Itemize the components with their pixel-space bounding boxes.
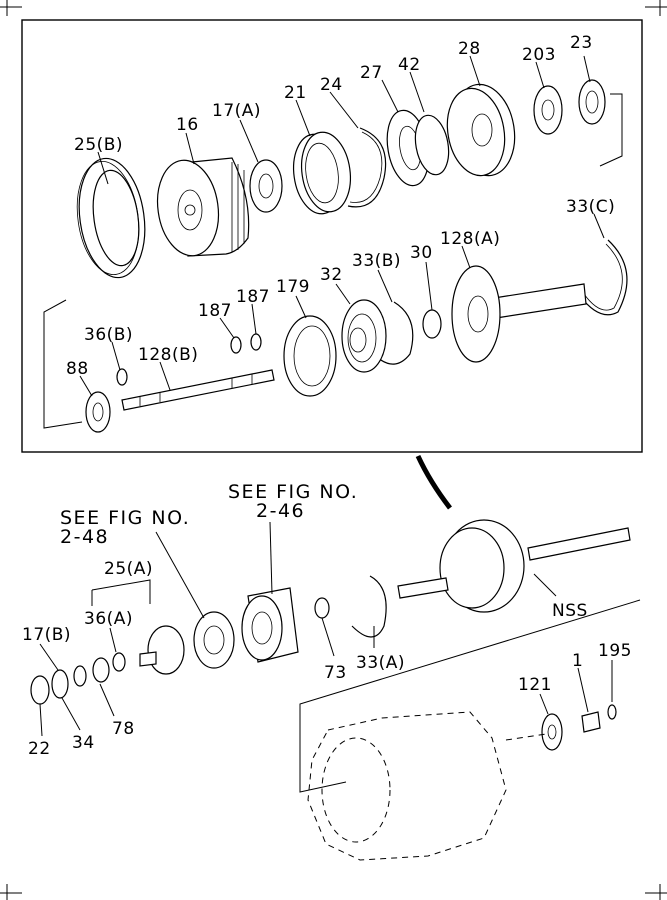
part-2-48-gear — [193, 611, 235, 669]
part-187a-ring — [230, 336, 242, 354]
part-24-snapring — [347, 127, 387, 208]
part-1-spring — [581, 711, 601, 733]
label-36a: 36(A) — [84, 609, 133, 629]
label-25a: 25(A) — [104, 559, 153, 579]
part-23-bearing — [578, 79, 606, 125]
part-33a-snapring — [351, 575, 387, 638]
callout-arrow — [415, 454, 452, 510]
part-33b-snapring — [377, 301, 414, 365]
part-30-washer — [422, 309, 442, 339]
part-73-plate — [314, 597, 330, 619]
part-25a-hub — [139, 625, 185, 675]
part-42-ring — [414, 114, 450, 176]
part-2-46-drum — [241, 587, 299, 663]
label-27: 27 — [360, 63, 383, 83]
part-16-drum — [156, 157, 250, 257]
label-128a: 128(A) — [440, 229, 500, 249]
leader-lines — [39, 55, 613, 737]
label-nss: NSS — [552, 601, 588, 621]
bracket-top-right — [599, 93, 623, 167]
part-179-ring-gear — [283, 315, 337, 397]
label-36b: 36(B) — [84, 325, 133, 345]
part-34-bearing — [51, 669, 69, 699]
part-187b-ring — [250, 333, 262, 351]
part-33c-snapring — [579, 239, 628, 316]
part-203-gear — [533, 85, 563, 135]
label-33c: 33(C) — [566, 197, 615, 217]
part-32-gear — [341, 299, 387, 373]
part-121-gear — [541, 713, 563, 751]
part-36a-washer — [112, 652, 126, 672]
bracket-mid-left — [43, 299, 83, 429]
part-88-bearing — [85, 391, 111, 433]
label-121: 121 — [518, 675, 552, 695]
label-28: 28 — [458, 39, 481, 59]
label-187a: 187 — [198, 301, 232, 321]
detail-frame — [21, 19, 643, 453]
label-88: 88 — [66, 359, 89, 379]
ref-2-48-line2: 2-48 — [60, 526, 109, 548]
label-187b: 187 — [236, 287, 270, 307]
ref-2-46-line2: 2-46 — [256, 500, 305, 522]
label-23: 23 — [570, 33, 593, 53]
part-22-race — [30, 675, 50, 705]
label-73: 73 — [324, 663, 347, 683]
label-179: 179 — [276, 277, 310, 297]
label-16: 16 — [176, 115, 199, 135]
label-33a: 33(A) — [356, 653, 405, 673]
label-128b: 128(B) — [138, 345, 198, 365]
assembly-nss — [397, 519, 631, 613]
label-17b: 17(B) — [22, 625, 71, 645]
label-22: 22 — [28, 739, 51, 759]
label-24: 24 — [320, 75, 343, 95]
label-21: 21 — [284, 83, 307, 103]
part-128b-shaft — [121, 369, 275, 411]
part-17b-washer — [73, 665, 87, 687]
label-25b: 25(B) — [74, 135, 123, 155]
bracket-25a — [91, 579, 151, 604]
label-203: 203 — [522, 45, 556, 65]
label-32: 32 — [320, 265, 343, 285]
part-128a-shaft — [451, 265, 587, 363]
ref-2-48-line1: SEE FIG NO. — [60, 507, 190, 529]
label-1: 1 — [572, 651, 583, 671]
nss-leader — [533, 573, 557, 597]
label-78: 78 — [112, 719, 135, 739]
part-21-hub — [292, 131, 352, 215]
part-78-washer — [92, 657, 110, 683]
label-34: 34 — [72, 733, 95, 753]
part-25b-ring — [76, 157, 146, 279]
ref-2-46-line1: SEE FIG NO. — [228, 481, 358, 503]
label-42: 42 — [398, 55, 421, 75]
part-28-carrier — [446, 83, 516, 177]
label-17a: 17(A) — [212, 101, 261, 121]
label-195: 195 — [598, 641, 632, 661]
case-bracket — [299, 599, 641, 793]
transmission-case — [307, 711, 507, 861]
label-33b: 33(B) — [352, 251, 401, 271]
part-36b-washer — [116, 368, 128, 386]
part-17a-washer — [249, 159, 283, 213]
part-195-clip — [607, 704, 617, 720]
label-30: 30 — [410, 243, 433, 263]
